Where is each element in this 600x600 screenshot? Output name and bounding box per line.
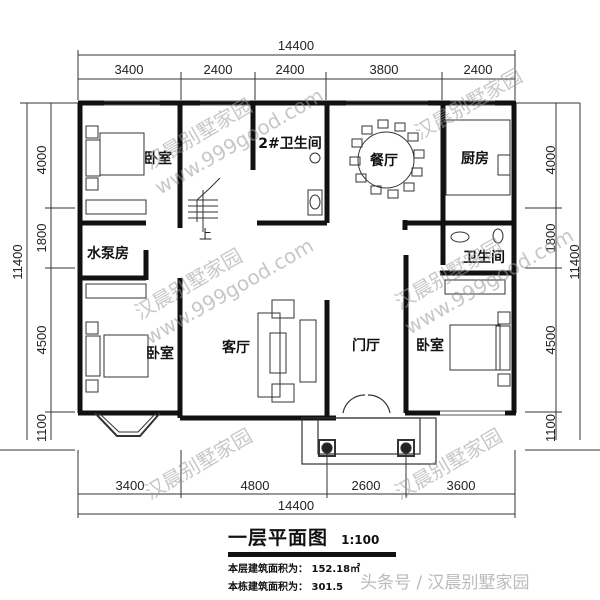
room-bedroom-nw: 卧室 [144,150,172,167]
dim-right-2: 1800 [543,224,558,253]
total-area: 本栋建筑面积为： 301.5 [228,578,396,593]
room-bath-2: 2#卫生间 [258,135,321,152]
dim-left-4: 1100 [34,414,49,442]
porch [301,394,437,465]
dim-right-4: 1100 [543,414,558,442]
dim-top-5: 2400 [464,62,493,77]
drawing-title-block: 一层平面图 1:100 本层建筑面积为： 152.18㎡ 本栋建筑面积为： 30… [228,523,396,593]
dim-bottom-2: 4800 [241,478,270,493]
dim-right-1: 4000 [543,146,558,175]
stair-up-label: 上 [199,227,212,242]
dim-bottom-3: 2600 [352,478,381,493]
total-area-value: 301.5 [311,582,344,593]
stairs [188,177,221,232]
dim-top-3: 2400 [276,62,305,77]
dim-bottom-4: 3600 [447,478,476,493]
dim-right-total: 11400 [567,244,582,279]
floor-area: 本层建筑面积为： 152.18㎡ [228,560,396,575]
svg-text:汉晨别墅家园: 汉晨别墅家园 [141,424,257,505]
windows [94,100,505,437]
floor-area-value: 152.18㎡ [311,564,361,575]
dim-left-total: 11400 [10,244,25,279]
dim-left-2: 1800 [34,224,49,253]
dim-bottom-1: 3400 [116,478,145,493]
right-dimensions [525,103,581,440]
room-foyer: 门厅 [352,337,380,354]
furniture [85,119,511,403]
room-bath: 卫生间 [463,249,505,266]
dim-top-1: 3400 [115,62,144,77]
room-kitchen: 厨房 [461,150,489,167]
bottom-dimensions [0,449,600,518]
title-underline [228,552,396,557]
dim-bottom-total: 14400 [278,498,314,513]
dim-top-2: 2400 [204,62,233,77]
dim-left-3: 4500 [34,326,49,355]
drawing-title: 一层平面图 [228,527,329,549]
room-dining: 餐厅 [369,152,398,169]
dining-table [349,119,425,199]
dim-top-4: 3800 [370,62,399,77]
room-bedroom-sw: 卧室 [146,345,174,362]
dim-right-3: 4500 [543,326,558,355]
room-pump: 水泵房 [87,245,129,262]
total-area-label: 本栋建筑面积为： [228,582,308,593]
floor-area-label: 本层建筑面积为： [228,564,308,575]
dim-top-total: 14400 [278,38,314,53]
room-living: 客厅 [221,339,250,356]
credit-watermark: 头条号 / 汉晨别墅家园 [360,573,530,593]
left-dimensions [26,103,75,440]
watermarks: 汉晨别墅家园 www.999good.com 汉晨别墅家园 www.999goo… [131,64,578,505]
room-bedroom-se: 卧室 [416,337,444,354]
drawing-scale: 1:100 [341,533,380,547]
dim-left-1: 4000 [34,146,49,175]
walls [77,100,517,421]
